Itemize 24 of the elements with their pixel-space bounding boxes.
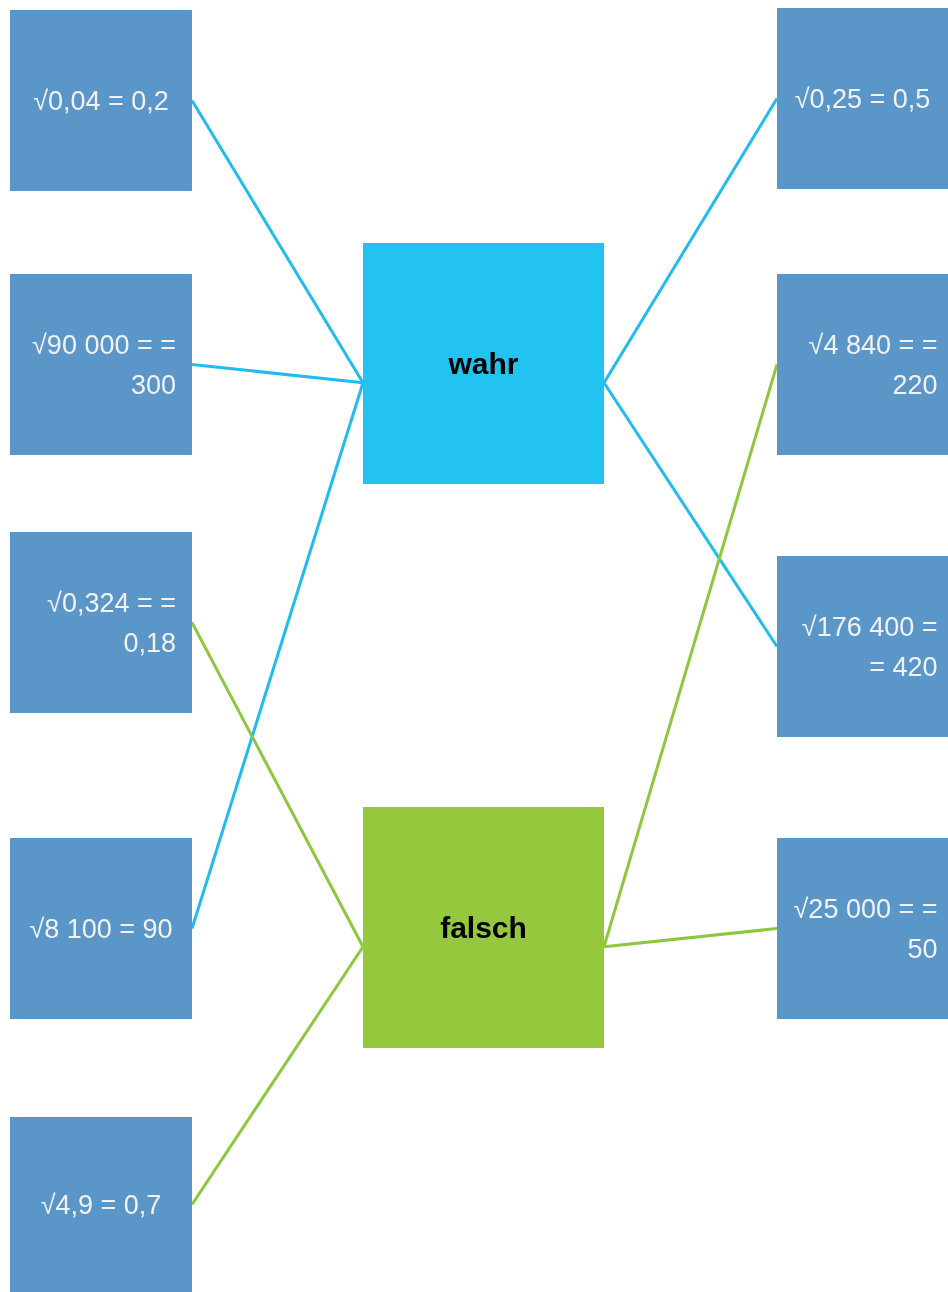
equation-text: √90 000 = = 300 <box>31 328 176 402</box>
equation-card <box>10 10 192 191</box>
answer-label: falsch <box>440 910 527 945</box>
equation-text: √4 840 = = 220 <box>807 328 938 402</box>
equation-card <box>10 1117 192 1292</box>
equation-text: √0,25 = 0,5 <box>794 82 931 116</box>
equation-text: √0,04 = 0,2 <box>33 84 169 118</box>
equation-text: √0,324 = = 0,18 <box>46 586 176 660</box>
answer-label: wahr <box>448 346 519 381</box>
answer-box <box>363 807 604 1048</box>
equation-card <box>777 556 948 737</box>
equation-card <box>10 274 192 455</box>
equation-text: √25 000 = = 50 <box>792 892 938 966</box>
answer-box <box>363 243 604 484</box>
connector-line <box>191 363 364 385</box>
equation-card <box>777 8 948 189</box>
connector-line <box>603 927 778 949</box>
equation-card <box>777 838 948 1019</box>
equation-text: √176 400 = = 420 <box>800 610 938 684</box>
equation-card <box>777 274 948 455</box>
equation-text: √4,9 = 0,7 <box>40 1188 162 1222</box>
equation-text: √8 100 = 90 <box>29 912 173 946</box>
equation-card <box>10 838 192 1019</box>
equation-card <box>10 532 192 713</box>
